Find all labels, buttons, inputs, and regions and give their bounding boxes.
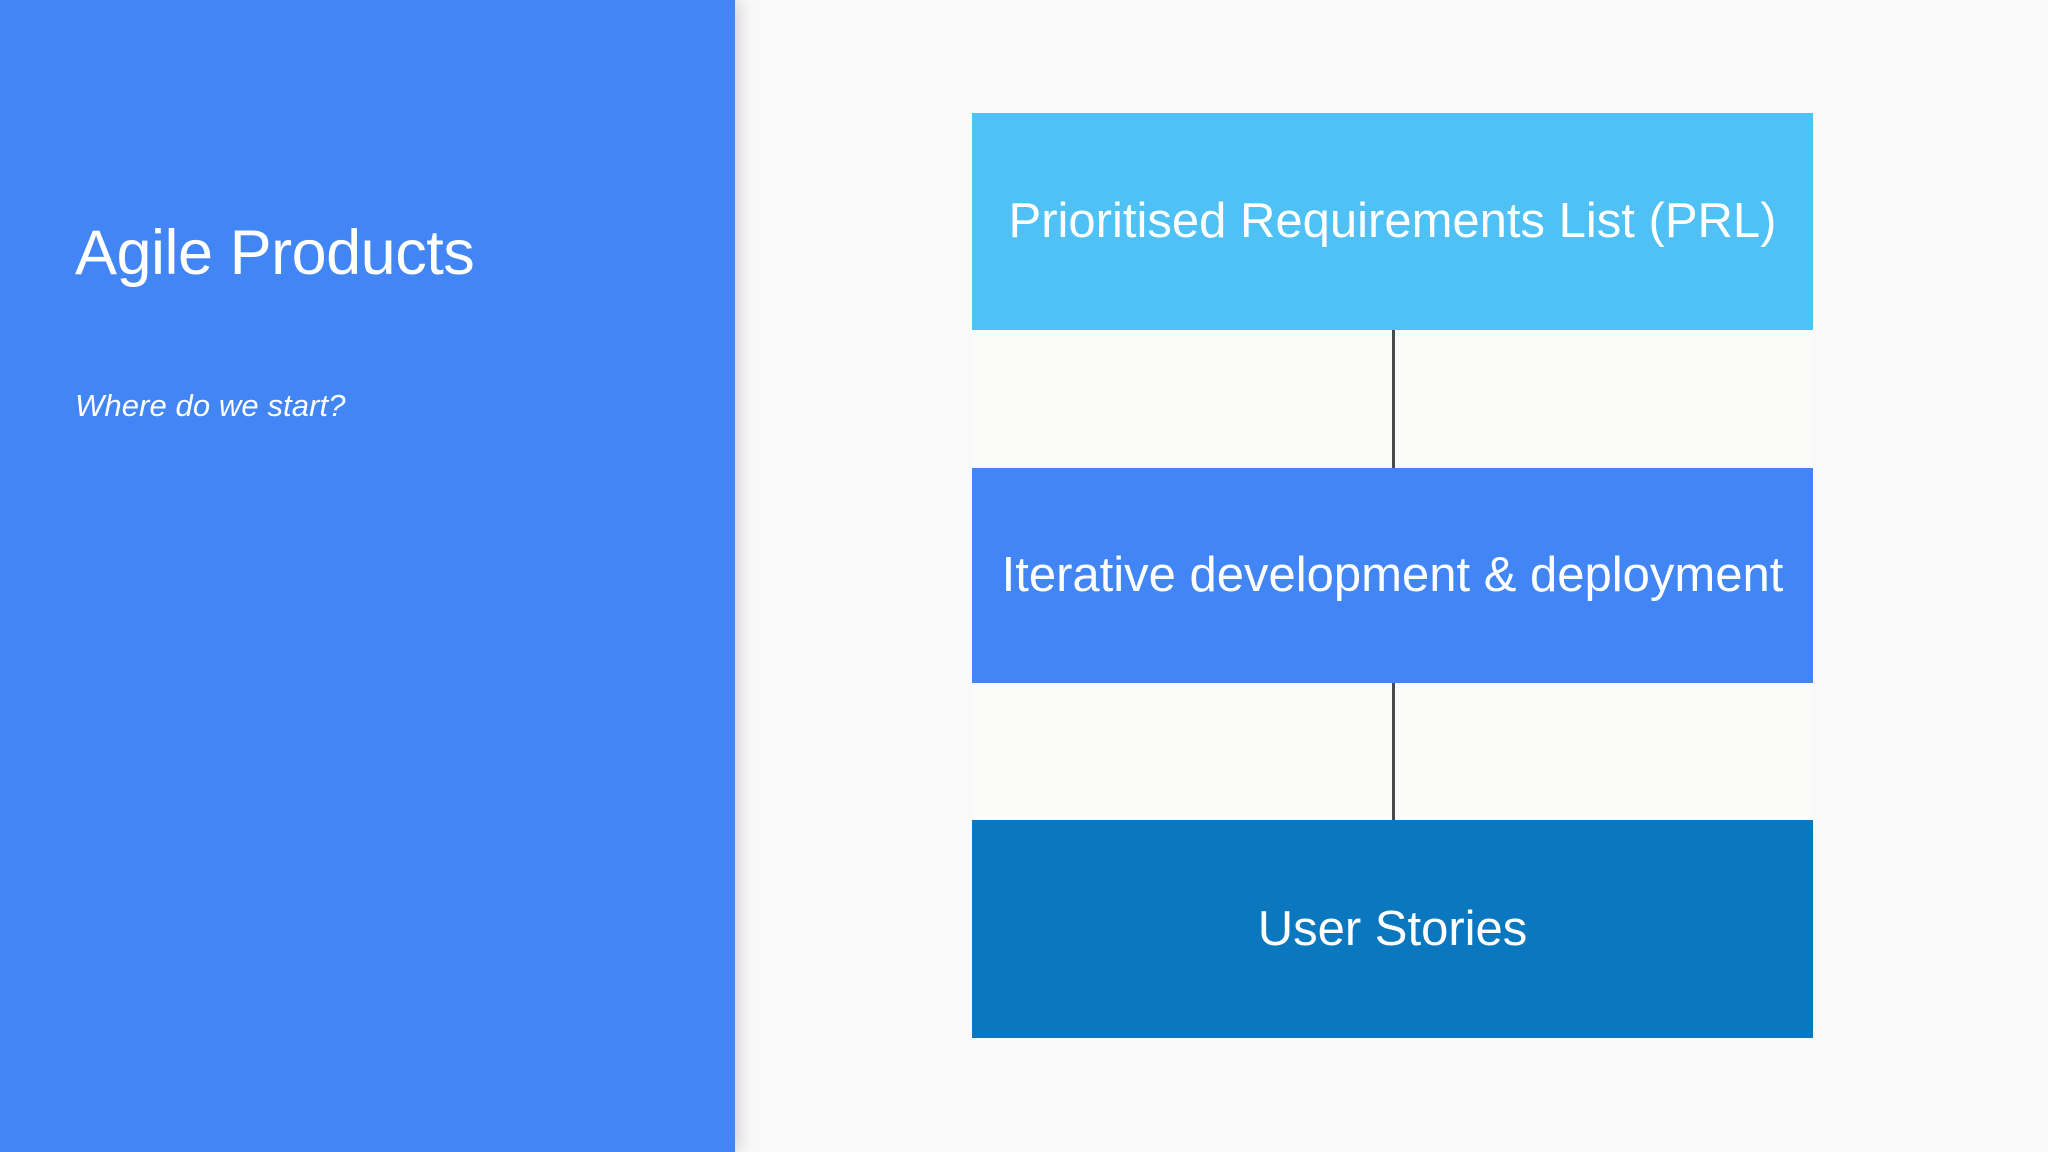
connector-prl-to-iterative <box>1392 328 1395 470</box>
flow-node-user-stories-label: User Stories <box>1257 901 1528 956</box>
flow-node-prl-label: Prioritised Requirements List (PRL) <box>1008 194 1777 249</box>
flow-node-iterative-development[interactable]: Iterative development & deployment <box>972 468 1813 683</box>
title-panel-content: Agile Products Where do we start? <box>75 0 675 1152</box>
page-subtitle: Where do we start? <box>75 388 346 423</box>
flow-node-user-stories[interactable]: User Stories <box>972 820 1813 1038</box>
flow-node-prl[interactable]: Prioritised Requirements List (PRL) <box>972 113 1813 330</box>
connector-iterative-to-stories <box>1392 681 1395 822</box>
title-panel: Agile Products Where do we start? <box>0 0 735 1152</box>
page-title: Agile Products <box>75 218 475 289</box>
flow-node-iterative-development-label: Iterative development & deployment <box>1001 548 1784 603</box>
